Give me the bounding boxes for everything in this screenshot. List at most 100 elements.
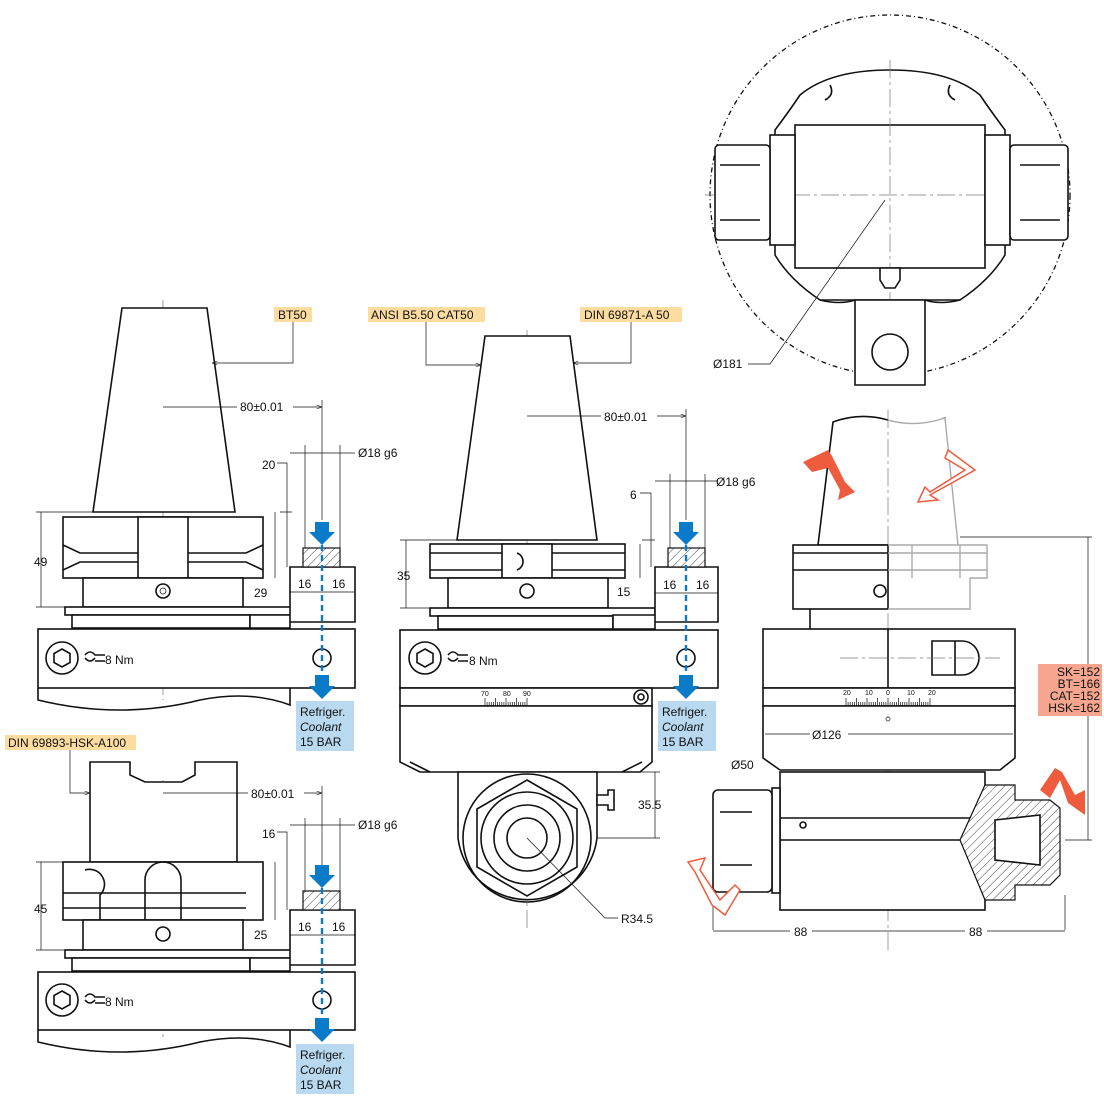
coolant-box (658, 701, 716, 751)
hex-socket-icon (53, 990, 71, 1010)
coolant-text: Refriger. (300, 705, 345, 719)
plate-lower (71, 957, 251, 972)
dim-radius: R34.5 (621, 912, 653, 926)
plate-lower (71, 614, 251, 629)
screw-center (159, 587, 167, 595)
stem (854, 299, 926, 386)
scale-tick-label: 80 (503, 691, 511, 698)
dim-center-distance: 80±0.01 (604, 410, 648, 424)
leader (526, 837, 618, 919)
collet-nut-hex (476, 779, 578, 897)
dim-49: 49 (34, 555, 48, 569)
dim-line (640, 492, 655, 567)
length-bt: BT=166 (1058, 677, 1101, 691)
dim-16-right: 16 (332, 577, 346, 591)
rotation-arrow-icon (1040, 768, 1085, 815)
angle-scale: 70 80 90 (481, 691, 531, 707)
dim-bore: Ø18 g6 (358, 446, 398, 460)
coolant-arrow-icon (673, 675, 699, 699)
scale-tick-label: 10 (907, 690, 915, 697)
coolant-pressure: 15 BAR (300, 735, 342, 749)
dim-body-diameter: Ø126 (812, 728, 842, 742)
drive-key (137, 516, 189, 579)
plate (64, 949, 296, 959)
drive-key (501, 543, 553, 579)
collet-slots (720, 811, 752, 866)
lock-screw-icon (408, 641, 442, 675)
collet-left (712, 789, 773, 893)
flange-ghost (888, 544, 988, 610)
coolant-plug (931, 640, 980, 676)
collet-bore-section (994, 814, 1041, 866)
dim-6: 6 (630, 488, 637, 502)
bt50-label-bg (274, 307, 312, 322)
head-housing (399, 705, 653, 773)
dim-line (597, 771, 660, 839)
hsk-label-bg (5, 735, 136, 750)
dim-35-5: 35.5 (638, 798, 662, 812)
dim-line (277, 462, 292, 567)
length-sk: SK=152 (1057, 665, 1100, 679)
torque-label: 8 Nm (469, 654, 498, 668)
dim-line (400, 539, 457, 609)
collet-nut (480, 791, 574, 885)
spindle-outer (462, 773, 592, 903)
dim-line (36, 511, 93, 608)
lower-body (82, 919, 244, 951)
scale-tick-label: 70 (481, 691, 489, 698)
key-slot (516, 552, 524, 571)
torque-label: 8 Nm (105, 653, 134, 667)
lower-body (447, 577, 609, 609)
top-view: Ø181 (705, 14, 1075, 386)
lock-screw-icon (45, 641, 79, 675)
leader (425, 322, 481, 365)
flange-left (792, 544, 889, 610)
coolant-text: Refriger. (300, 1048, 345, 1062)
housing-break (37, 688, 291, 711)
dim-bore: Ø18 g6 (716, 475, 756, 489)
length-box (1038, 664, 1102, 716)
dim-16-left: 16 (298, 577, 312, 591)
length-cat: CAT=152 (1050, 689, 1100, 703)
flange-detail (793, 552, 888, 629)
coolant-text: Coolant (662, 720, 704, 734)
dim-reach-right: 88 (969, 925, 983, 939)
dim-center-distance: 80±0.01 (251, 787, 295, 801)
scale-ticks (484, 698, 528, 707)
coolant-pressure: 15 BAR (300, 1078, 342, 1092)
flange (62, 861, 264, 921)
grease-nipple (879, 267, 901, 289)
main-housing (37, 971, 356, 1031)
coolant-arrow-icon (673, 522, 699, 545)
leader (69, 750, 90, 793)
adjust-screw-center (637, 693, 645, 701)
collet-nut-left (771, 787, 781, 894)
collet-left (714, 144, 771, 241)
coolant-text: Refriger. (662, 705, 707, 719)
wrench-icon (447, 651, 468, 662)
cat50-view: 8 Nm 70 80 90 ANSI B5.50 CAT50 DIN 69871… (368, 307, 756, 930)
scale-tick-label: 90 (523, 691, 531, 698)
rotation-arrow-ghost-icon (916, 448, 977, 503)
adjust-screw-icon[interactable] (633, 689, 649, 705)
cat50-label-bg (368, 307, 485, 322)
front-view: 20 10 0 10 20 Ø126 Ø50 88 88 (686, 410, 1102, 950)
lock-screw-icon (45, 983, 79, 1017)
scale-tick-label: 20 (928, 690, 936, 697)
hex-socket-icon (53, 648, 71, 668)
leader (748, 199, 886, 365)
head-chamfer (409, 761, 643, 773)
scale-tick-label: 20 (843, 690, 851, 697)
cat50-label: ANSI B5.50 CAT50 (371, 308, 474, 322)
dim-line (277, 831, 288, 910)
wrench-icon (84, 993, 105, 1004)
head-detail (819, 84, 961, 304)
dim-20: 20 (262, 458, 276, 472)
dim-16-right: 16 (696, 578, 710, 592)
dim-center-distance: 80±0.01 (240, 400, 284, 414)
dim-29: 29 (254, 586, 268, 600)
rotation-arrow-ghost-icon (686, 856, 741, 917)
coolant-arrow-icon (309, 1018, 335, 1042)
